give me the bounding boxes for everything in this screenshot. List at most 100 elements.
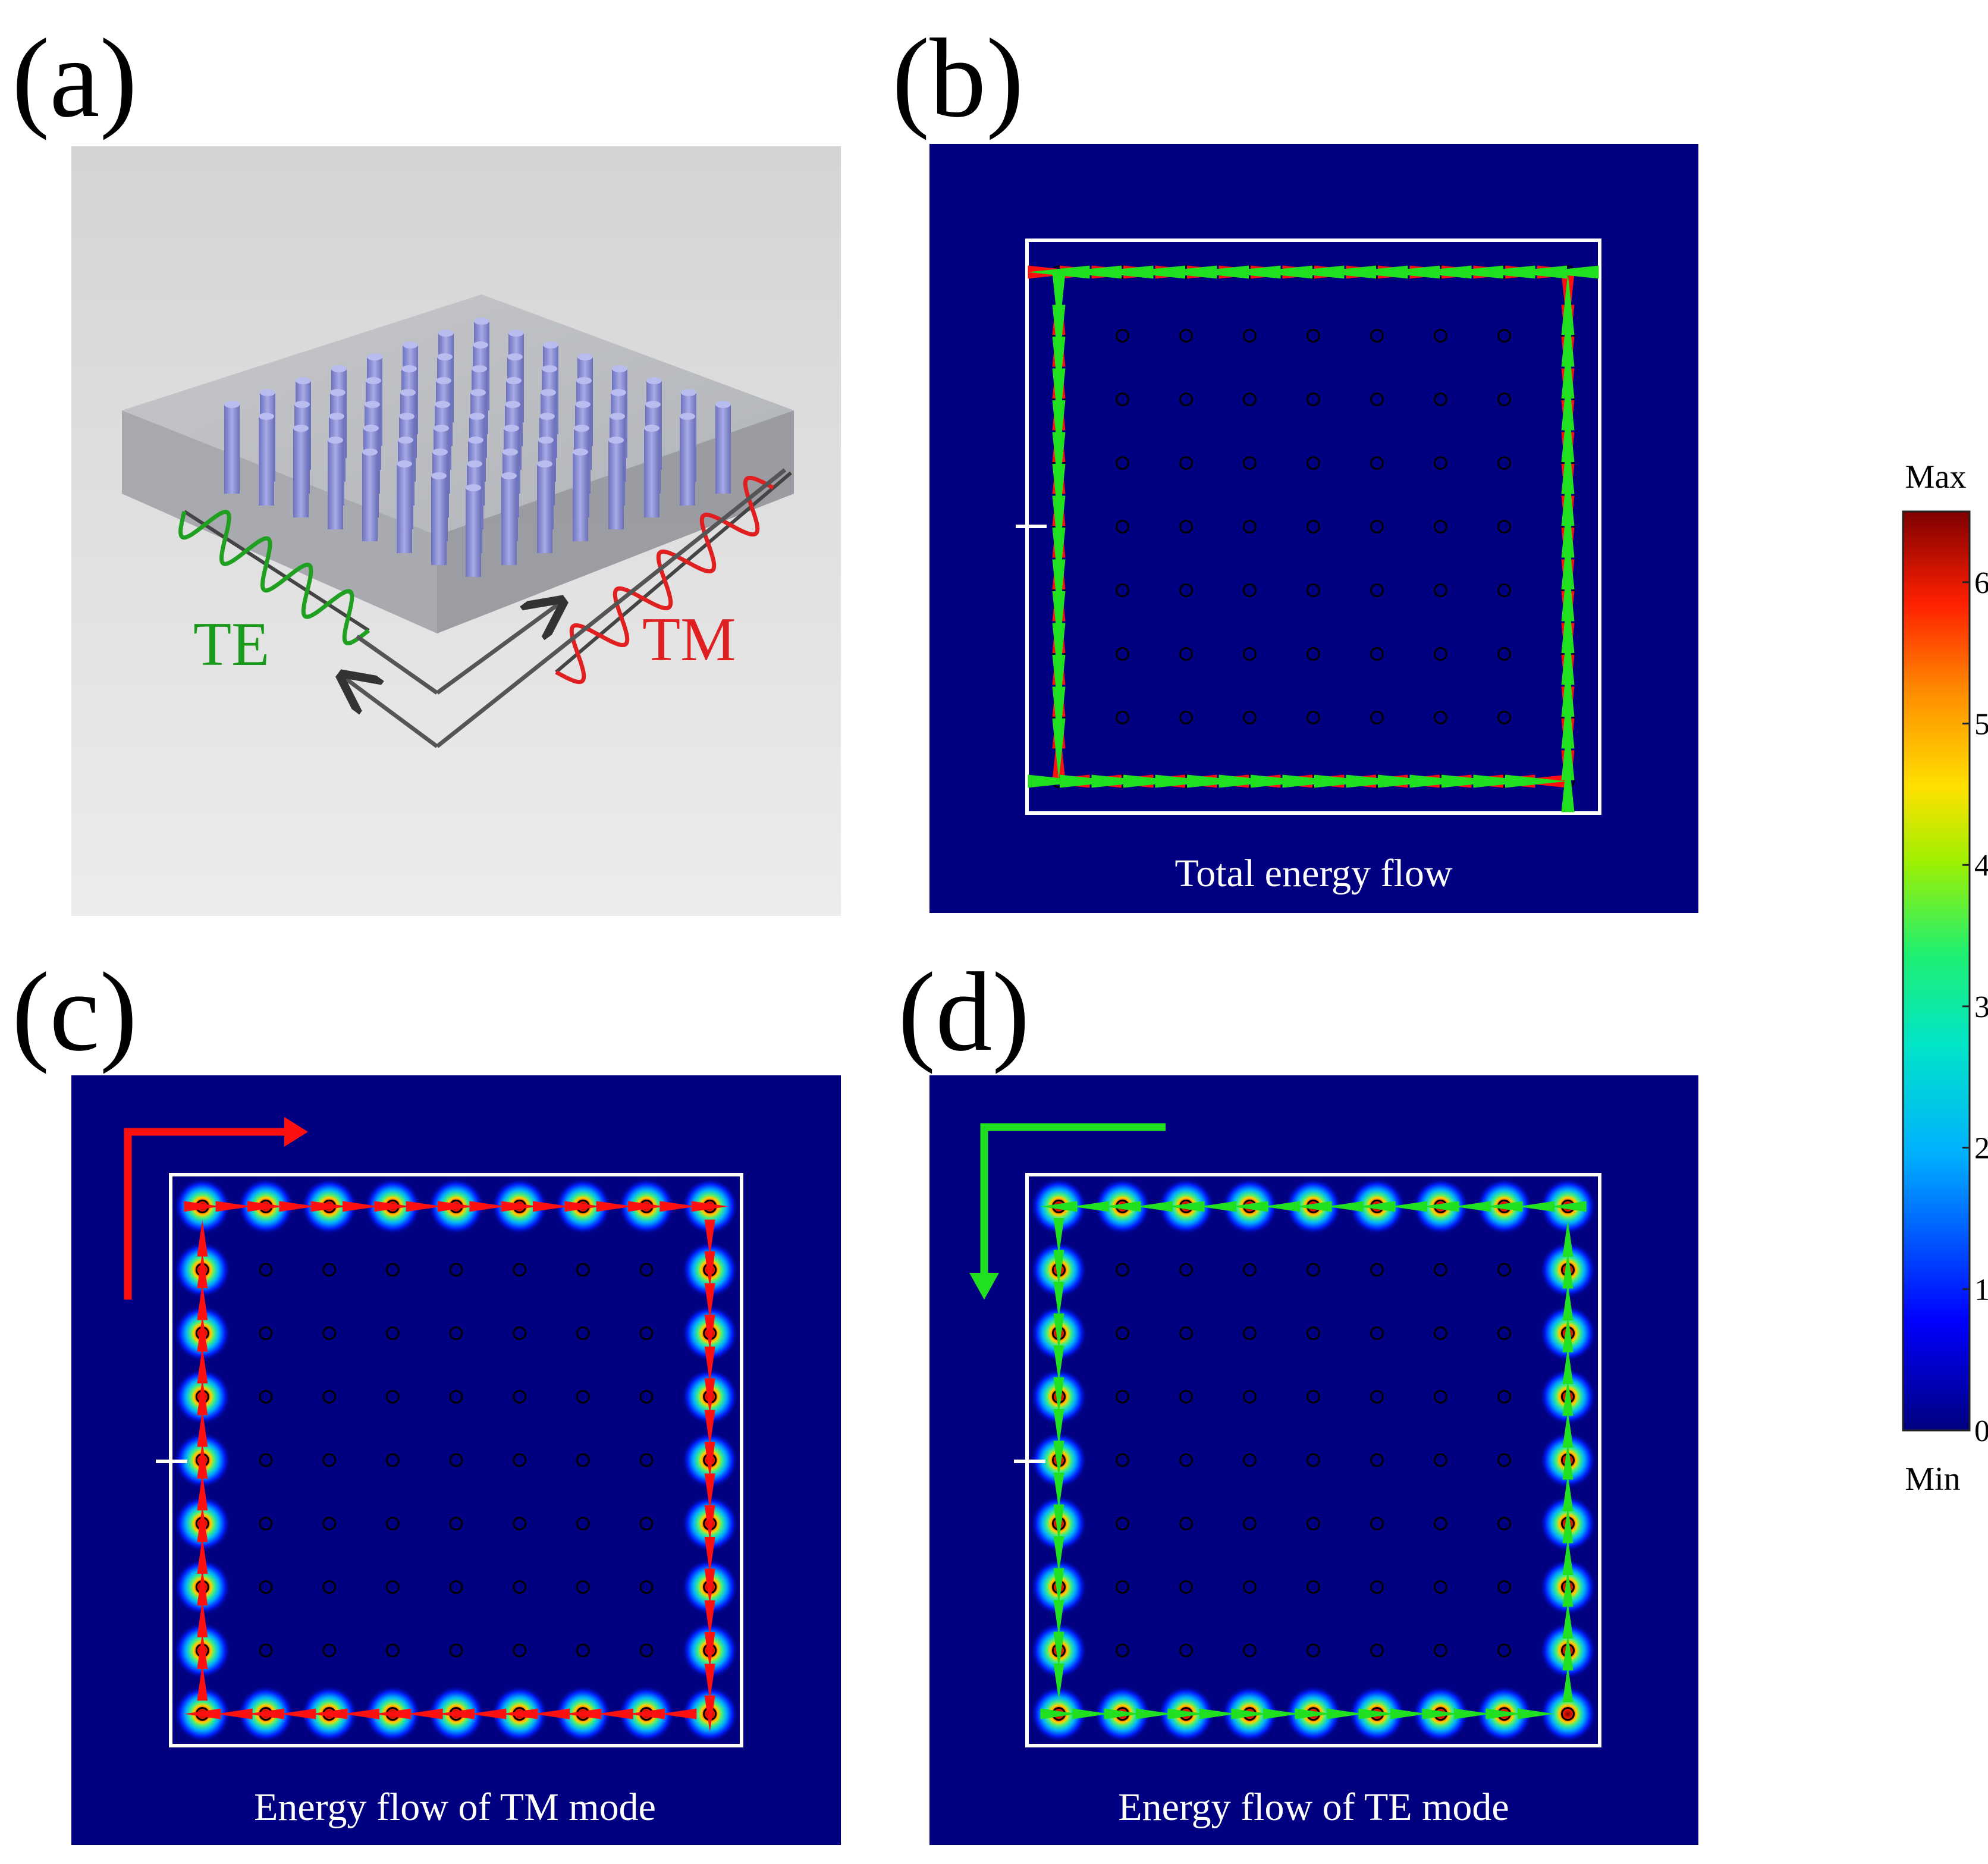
flow-arrow xyxy=(1562,1347,1574,1384)
flow-arrow xyxy=(1052,464,1066,526)
rod-site xyxy=(1561,1707,1575,1721)
flow-arrow xyxy=(1473,774,1535,788)
flow-arrow xyxy=(197,1505,208,1542)
rod-site xyxy=(1370,520,1384,534)
rod xyxy=(644,428,659,517)
rod xyxy=(259,416,274,506)
flow-arrow xyxy=(1052,495,1066,558)
rod-site xyxy=(322,1643,337,1658)
rod-site xyxy=(639,1453,654,1467)
rod-top xyxy=(397,460,412,467)
rod-top xyxy=(646,377,662,384)
flow-arrow xyxy=(1390,1708,1427,1719)
flow-arrow xyxy=(1409,265,1472,279)
flow-arrow xyxy=(659,1708,697,1719)
colorbar-tick-label: 3 xyxy=(1974,990,1988,1024)
rod-site xyxy=(1370,456,1384,470)
flow-arrow xyxy=(1561,273,1575,335)
rod-site xyxy=(1497,1389,1511,1404)
rod-top xyxy=(503,448,518,456)
flow-arrow xyxy=(1104,1708,1141,1719)
rod-top xyxy=(473,341,488,349)
rod-site xyxy=(1116,711,1129,724)
flow-arrow xyxy=(197,1283,208,1320)
flow-arrow xyxy=(1072,1708,1109,1719)
flow-arrow xyxy=(197,1347,208,1383)
rod xyxy=(537,464,552,553)
rod xyxy=(293,428,309,517)
rod-top xyxy=(472,365,487,372)
rod-site xyxy=(1179,711,1193,724)
flow-arrow xyxy=(184,1708,221,1719)
flow-arrow xyxy=(1561,655,1575,717)
flow-arrow xyxy=(1052,591,1066,653)
rod-site xyxy=(1243,1326,1257,1341)
flow-arrow xyxy=(704,1283,715,1320)
flow-arrow xyxy=(1155,265,1217,279)
flow-arrow xyxy=(197,1632,208,1669)
flow-arrow xyxy=(279,1708,316,1719)
flow-arrow xyxy=(1060,774,1122,788)
rod-site xyxy=(1307,1453,1320,1467)
flow-arrow xyxy=(501,1708,538,1719)
rod-top xyxy=(401,365,417,372)
rod-site xyxy=(1307,1389,1320,1404)
te-label: TE xyxy=(193,609,269,679)
rod-site xyxy=(1179,1580,1193,1594)
rod-site xyxy=(1434,393,1447,406)
flow-arrow xyxy=(469,1201,507,1212)
rod-site xyxy=(1370,1389,1384,1404)
rod-site xyxy=(1434,1643,1447,1658)
flow-arrow xyxy=(1231,1708,1268,1719)
rod-site xyxy=(1307,1326,1320,1341)
flow-arrow xyxy=(1028,265,1090,279)
flow-arrow xyxy=(1473,265,1535,279)
flow-arrow xyxy=(1155,774,1217,788)
flow-arrow xyxy=(1167,1201,1205,1212)
flow-arrow xyxy=(1295,1201,1332,1212)
flow-arrow xyxy=(438,1201,475,1212)
rod-site xyxy=(322,1517,337,1531)
propagation-arrows xyxy=(345,468,787,748)
flow-arrow xyxy=(1052,623,1066,685)
flow-arrow xyxy=(247,1201,284,1212)
rod-site xyxy=(449,1326,463,1341)
rod-site xyxy=(1497,393,1511,406)
rod-site xyxy=(259,1453,273,1467)
flow-arrow xyxy=(247,1708,284,1719)
flow-arrow xyxy=(1123,774,1185,788)
rod-site xyxy=(1370,1580,1384,1594)
rod-site xyxy=(639,1263,654,1277)
rod-top xyxy=(328,437,343,444)
flow-arrow xyxy=(704,1632,715,1669)
flow-arrow xyxy=(1053,1250,1064,1287)
flow-arrow xyxy=(406,1201,443,1212)
flow-arrow xyxy=(1562,1411,1574,1448)
rod-top xyxy=(365,401,380,408)
rod-top xyxy=(541,389,556,396)
flow-arrow xyxy=(1072,1201,1109,1212)
rod-site xyxy=(513,1263,527,1277)
rod-site xyxy=(449,1263,463,1277)
flow-arrow xyxy=(197,1314,208,1352)
te-circulation-arrow xyxy=(969,1123,1166,1300)
rod-top xyxy=(576,377,592,384)
rod-site xyxy=(1307,711,1320,724)
rod-site xyxy=(1116,1580,1129,1594)
rod xyxy=(328,440,343,529)
rod-site xyxy=(1370,711,1384,724)
rod-top xyxy=(507,353,523,360)
rod-site xyxy=(1434,520,1447,534)
rod xyxy=(397,464,412,553)
rod-site xyxy=(1307,583,1320,597)
flow-arrow xyxy=(310,1201,348,1212)
flow-arrow xyxy=(1561,305,1575,367)
flow-arrow xyxy=(704,1219,715,1257)
rod-top xyxy=(537,460,552,467)
rod-site xyxy=(1243,1580,1257,1594)
flow-arrow xyxy=(1562,1474,1574,1511)
rod-site xyxy=(385,1263,400,1277)
colorbar-tick-label: 0 xyxy=(1974,1414,1988,1448)
flow-arrow xyxy=(564,1708,602,1719)
rod-site xyxy=(1497,520,1511,534)
